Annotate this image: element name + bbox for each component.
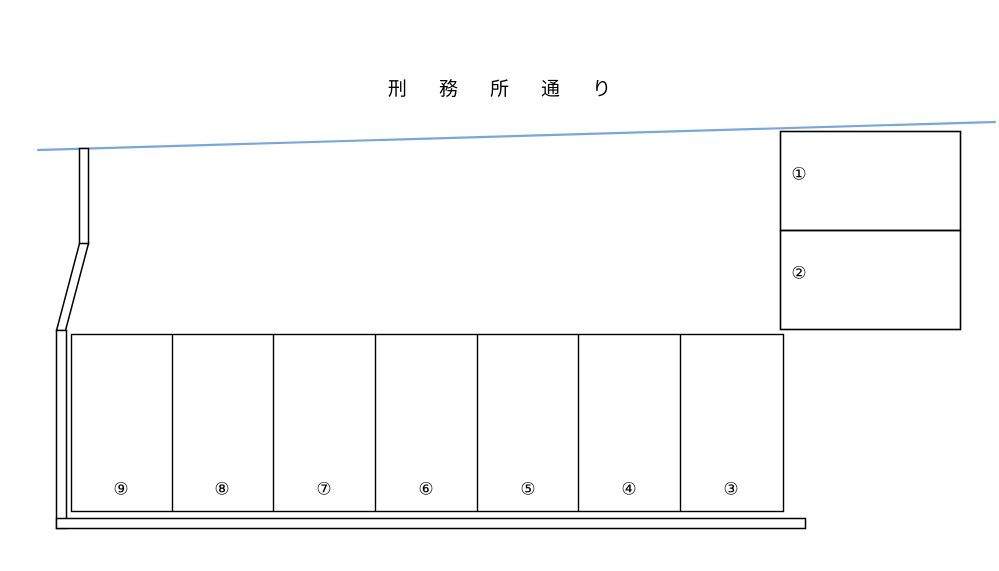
page-title: 刑 務 所 通 り [387, 78, 625, 100]
road-boundary-line [36, 120, 997, 152]
block-1-label: ① [791, 164, 807, 185]
block-1-outline [779, 130, 962, 232]
wall-left-upper [78, 147, 90, 246]
stall-4-label: ④ [621, 479, 637, 500]
wall-bottom [55, 517, 807, 530]
stall-row-group [70, 333, 785, 513]
upper-block-group [779, 130, 962, 331]
stall-8-label: ⑧ [214, 479, 230, 500]
wall-left-lower [55, 329, 68, 530]
block-2-label: ② [791, 263, 807, 284]
wall-left-slant [55, 242, 90, 332]
boundary-wall-group [55, 147, 807, 530]
stall-9-label: ⑨ [113, 479, 129, 500]
stall-7-label: ⑦ [316, 479, 332, 500]
stall-5-label: ⑤ [520, 479, 536, 500]
stall-3-label: ③ [723, 479, 739, 500]
stall-row-outline [70, 333, 785, 513]
stall-6-label: ⑥ [418, 479, 434, 500]
block-2-outline [779, 229, 962, 331]
